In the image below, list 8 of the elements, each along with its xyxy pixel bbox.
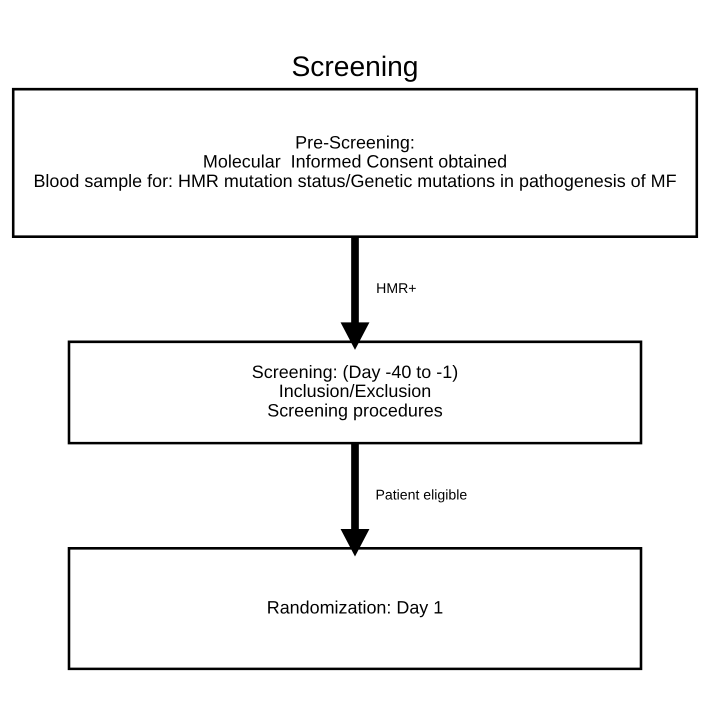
edge-label: Patient eligible [376, 486, 468, 502]
node-box: Screening: (Day -40 to -1) Inclusion/Exclusion Screening procedures [68, 340, 642, 444]
diagram-title: Screening [292, 49, 418, 82]
edge-label: HMR+ [376, 279, 416, 296]
node-box: Randomization: Day 1 [68, 546, 642, 670]
arrow [340, 442, 370, 556]
arrow [340, 236, 370, 350]
node-box: Pre-Screening: Molecular Informed Consent obtained Blood sample for: HMR mutation status/Genetic mutations in pathogenesis of MF [12, 87, 698, 238]
